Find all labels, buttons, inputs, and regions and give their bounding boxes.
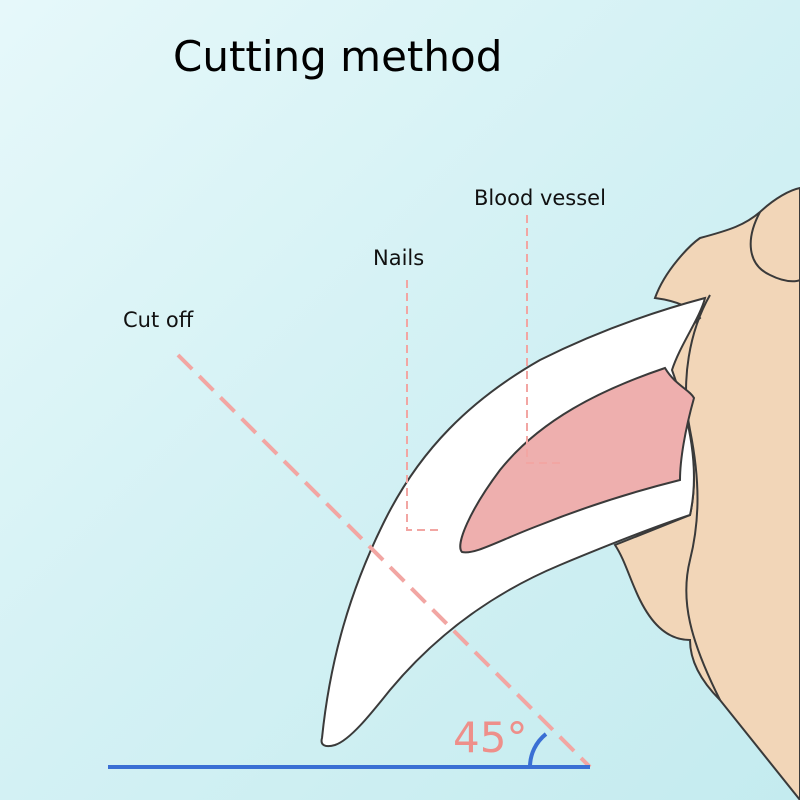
- cut-off-label: Cut off: [123, 308, 194, 332]
- nails-label: Nails: [373, 246, 425, 270]
- cut-line: [176, 353, 592, 769]
- blood-vessel: [459, 366, 696, 554]
- nails-pointer: [406, 280, 438, 531]
- angle-label: 45°: [453, 713, 528, 762]
- angle-arc: [528, 732, 548, 768]
- page-title: Cutting method: [173, 32, 503, 81]
- blood-vessel-label: Blood vessel: [474, 186, 606, 210]
- blood-vessel-pointer: [526, 215, 560, 464]
